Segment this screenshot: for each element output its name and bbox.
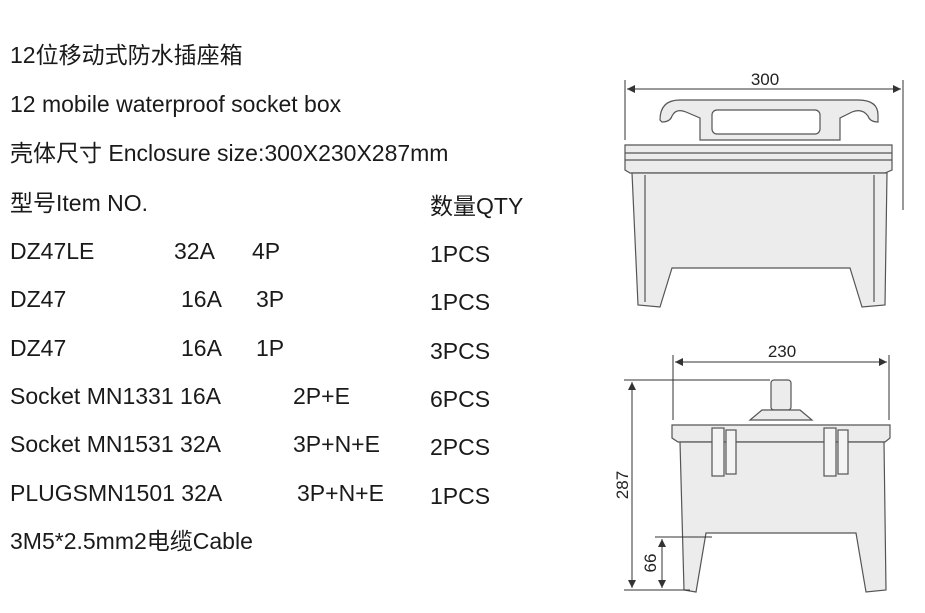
row-1-model: DZ47LE xyxy=(10,238,95,264)
row-4-poles: 2P+E xyxy=(293,383,350,409)
row-3-poles: 1P xyxy=(256,335,285,361)
row-1-qty: 1PCS xyxy=(430,241,491,267)
table-header-item: 型号Item NO. xyxy=(10,190,149,216)
front-width-label: 300 xyxy=(751,70,779,89)
height-label: 287 xyxy=(613,471,632,499)
enclosure-size: 壳体尺寸 Enclosure size:300X230X287mm xyxy=(10,140,449,166)
row-2-current: 16A xyxy=(181,286,222,312)
row-1-poles: 4P xyxy=(252,238,281,264)
side-width-label: 230 xyxy=(768,342,796,361)
product-title-chinese: 12位移动式防水插座箱 xyxy=(10,42,243,68)
row-2-poles: 3P xyxy=(256,286,285,312)
row-5-qty: 2PCS xyxy=(430,434,491,460)
front-view xyxy=(624,99,893,308)
row-3-current: 16A xyxy=(181,335,222,361)
row-2-model: DZ47 xyxy=(10,286,67,312)
side-view xyxy=(671,379,891,593)
row-6-poles: 3P+N+E xyxy=(297,480,384,506)
leg-height-label: 66 xyxy=(641,554,660,573)
height-dimension xyxy=(624,379,770,591)
row-1-current: 32A xyxy=(174,238,215,264)
front-width-dimension xyxy=(624,80,904,210)
row-6-qty: 1PCS xyxy=(430,483,491,509)
product-title-english: 12 mobile waterproof socket box xyxy=(10,91,342,117)
row-5-model: Socket MN1531 32A xyxy=(10,431,221,457)
row-3-model: DZ47 xyxy=(10,335,67,361)
cable-spec: 3M5*2.5mm2电缆Cable xyxy=(10,528,253,554)
table-header-qty: 数量QTY xyxy=(430,193,524,219)
row-2-qty: 1PCS xyxy=(430,289,491,315)
side-width-dimension xyxy=(672,355,890,420)
row-3-qty: 3PCS xyxy=(430,338,491,364)
row-4-model: Socket MN1331 16A xyxy=(10,383,221,409)
leg-height-dimension xyxy=(655,536,712,588)
row-4-qty: 6PCS xyxy=(430,386,491,412)
row-5-poles: 3P+N+E xyxy=(293,431,380,457)
row-6-model: PLUGSMN1501 32A xyxy=(10,480,223,506)
